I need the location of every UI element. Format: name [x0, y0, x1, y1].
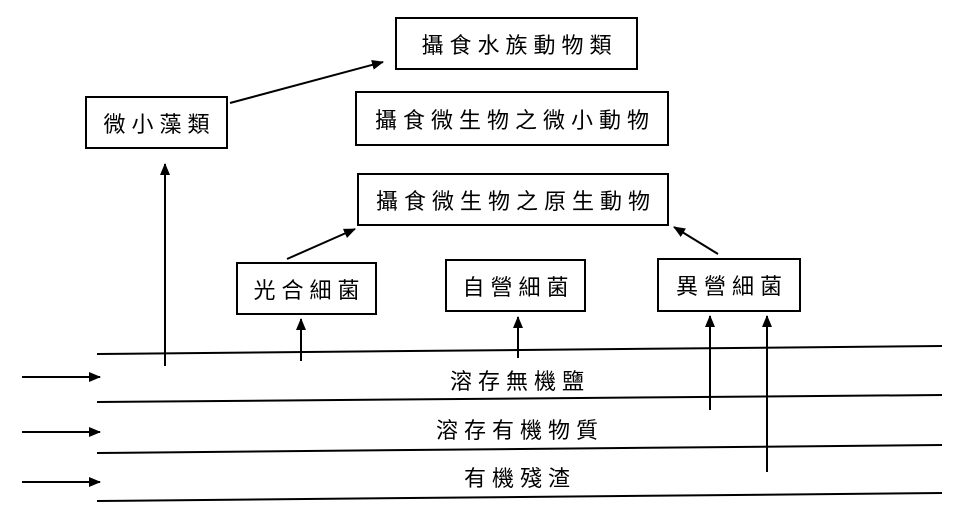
- box-autotrophic-bacteria: 自營細菌: [445, 259, 586, 312]
- layer-line-3: [96, 444, 943, 454]
- layer-dissolved-inorganic-salts: 溶存無機鹽: [449, 370, 590, 395]
- layer-line-1: [96, 345, 943, 355]
- box-microanimal: 攝食微生物之微小動物: [355, 91, 669, 146]
- arrow-microalgae-to-aquatic: [229, 60, 384, 104]
- box-aquatic-animal-eaters: 攝食水族動物類: [395, 17, 638, 70]
- layer-dissolved-organic-matter: 溶存有機物質: [435, 419, 604, 444]
- layer-line-4: [96, 492, 943, 502]
- arrow-heterotrophic-to-protozoa: [673, 226, 719, 255]
- box-microalgae: 微小藻類: [85, 96, 228, 149]
- layer-line-2: [96, 394, 943, 403]
- layer-organic-debris: 有機殘渣: [463, 467, 576, 492]
- box-protozoa: 攝食微生物之原生動物: [357, 173, 669, 226]
- box-photosynthetic-bacteria: 光合細菌: [236, 262, 377, 315]
- box-heterotrophic-bacteria: 異營細菌: [657, 258, 801, 312]
- arrow-photosynthetic-to-protozoa: [286, 228, 356, 260]
